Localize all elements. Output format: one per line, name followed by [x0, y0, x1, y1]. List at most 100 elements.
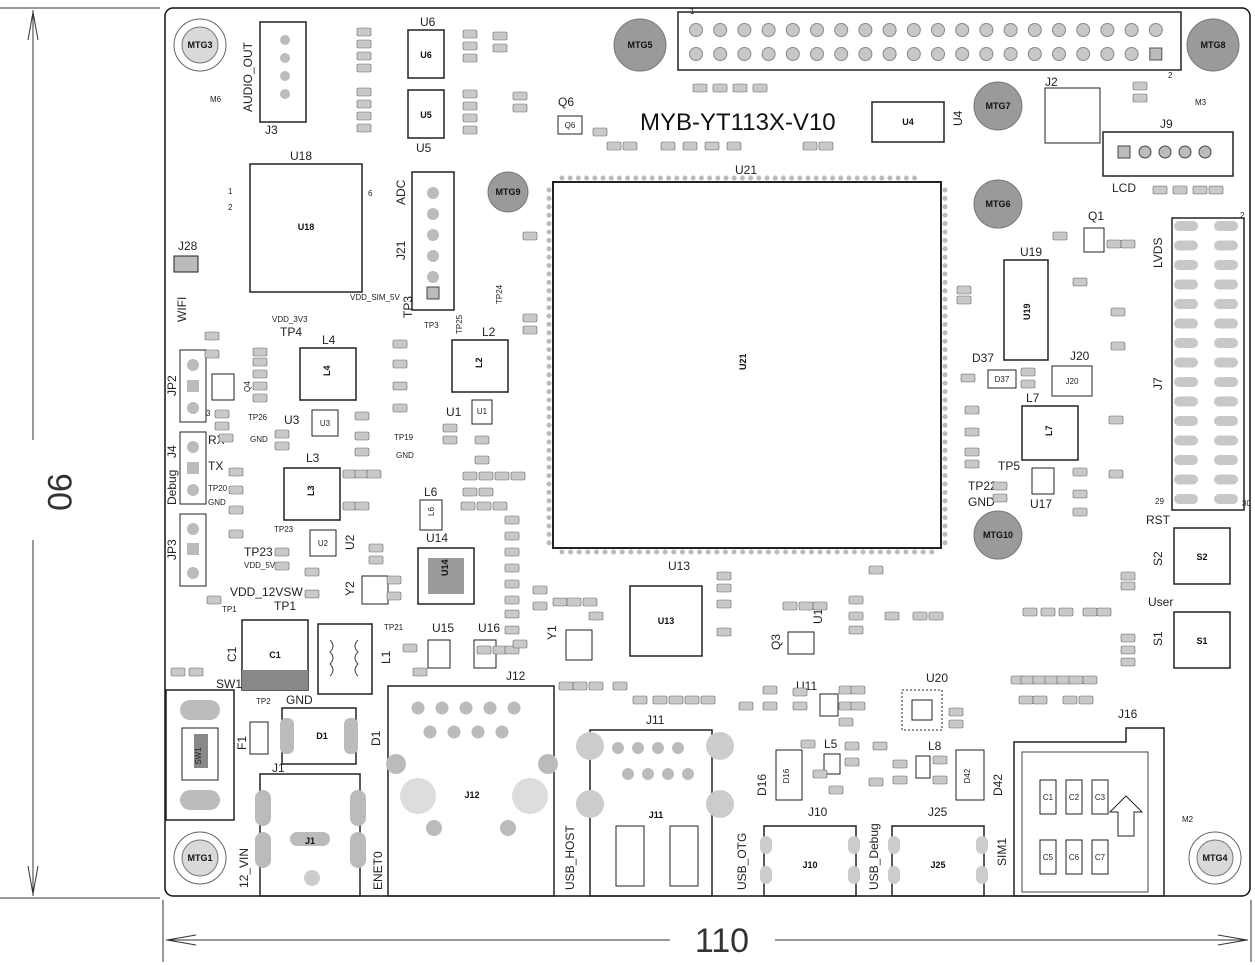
header-pin [785, 23, 800, 37]
svg-text:29: 29 [1155, 497, 1164, 506]
passive-footprint [812, 769, 828, 779]
width-label: 110 [695, 922, 749, 960]
sim1-label: SIM1 [995, 838, 1009, 866]
svg-text:U19: U19 [1020, 245, 1042, 259]
connector-pin [1214, 396, 1238, 407]
passive-footprint [622, 141, 638, 151]
soc-pin [920, 549, 926, 555]
soc-pin [740, 549, 746, 555]
soc-pin [942, 347, 948, 353]
soc-pin [942, 237, 948, 243]
soc-pin [682, 175, 688, 181]
passive-footprint [1120, 633, 1136, 643]
diode-d37: D37 D37 [972, 351, 1017, 389]
inductor-l2: L2 L2 [451, 325, 509, 393]
jumper-jp2: JP2 1 3 [165, 349, 211, 423]
connector-pin [1174, 338, 1198, 348]
svg-text:Q6: Q6 [558, 95, 574, 109]
passive-footprint [716, 583, 732, 593]
passive-footprint [716, 599, 732, 609]
svg-text:J10: J10 [802, 860, 817, 870]
passive-footprint [964, 447, 980, 457]
connector-j7-pins [1174, 221, 1238, 504]
passive-footprint [170, 667, 186, 677]
passive-footprint [1120, 657, 1136, 667]
sim-contact-c7: C7 [1091, 839, 1109, 875]
ethernet-pin [483, 701, 497, 715]
svg-text:J1: J1 [305, 836, 315, 846]
svg-text:TP26: TP26 [248, 413, 268, 422]
connector-pin [1174, 455, 1198, 465]
wifi-label: WIFI [175, 297, 189, 322]
insert-arrow-icon [1108, 795, 1144, 837]
svg-text:C6: C6 [1069, 853, 1080, 862]
inductor-l6: L6 L6 [419, 485, 443, 531]
connector-pin [1214, 455, 1238, 465]
passive-footprint [354, 411, 370, 421]
soc-pin [942, 212, 948, 218]
lvds-label: LVDS [1151, 238, 1165, 268]
soc-pin [546, 338, 552, 344]
svg-text:U15: U15 [432, 621, 454, 635]
chip-u4: U4 U4 [871, 101, 965, 143]
soc-pin [546, 456, 552, 462]
user-button-s1[interactable]: User S1 S1 [1148, 595, 1231, 669]
passive-footprint [356, 123, 372, 133]
svg-text:3: 3 [206, 409, 211, 418]
svg-text:S2: S2 [1151, 551, 1165, 566]
connector-pin [1174, 416, 1198, 426]
passive-footprint [532, 601, 548, 611]
svg-text:TP24: TP24 [495, 284, 504, 304]
svg-text:L5: L5 [824, 737, 838, 751]
soc-pin [797, 175, 803, 181]
usb-host-pins [612, 742, 694, 780]
soc-pin [813, 175, 819, 181]
passive-footprint [504, 531, 520, 541]
soc-pin [942, 414, 948, 420]
svg-text:MTG9: MTG9 [495, 187, 520, 197]
soc-pin [645, 549, 651, 555]
connector-pin [1214, 260, 1238, 270]
soc-u21: U21 U21 [546, 163, 948, 555]
svg-text:U6: U6 [420, 15, 436, 29]
connector-pin [1214, 240, 1238, 251]
connector-pin [1214, 494, 1238, 504]
svg-text:TP3: TP3 [401, 296, 415, 318]
passive-footprint [660, 141, 676, 151]
connector-pin [1174, 318, 1198, 329]
header-pin [713, 47, 728, 61]
power-switch-sw1[interactable]: SW1 SW1 [165, 677, 242, 821]
soc-pin [942, 338, 948, 344]
passive-footprint [652, 695, 668, 705]
passive-footprint [932, 755, 948, 765]
header-j2-pins [689, 23, 1163, 61]
header-pin [1027, 23, 1042, 37]
power-jack-j1: J1 J1 12_VIN [237, 761, 366, 897]
passive-footprint [566, 597, 582, 607]
passive-footprint [1072, 467, 1088, 477]
svg-text:C1: C1 [269, 650, 281, 660]
soc-pin [942, 195, 948, 201]
reset-button-s2[interactable]: RST S2 S2 [1146, 513, 1231, 585]
passive-footprint [948, 707, 964, 717]
soc-pin [559, 549, 565, 555]
passive-footprint [214, 409, 230, 419]
passive-footprint [892, 775, 908, 785]
passive-footprint [204, 331, 220, 341]
passive-footprint [1132, 93, 1148, 103]
connector-pin [1174, 377, 1198, 387]
svg-text:TP1: TP1 [274, 599, 296, 613]
svg-text:MTG3: MTG3 [187, 40, 212, 50]
chip-u15: U15 [427, 621, 454, 669]
soc-pin [546, 464, 552, 470]
svg-text:Y2: Y2 [343, 581, 357, 596]
passive-footprint [402, 643, 418, 653]
passive-footprint [1152, 185, 1168, 195]
header-pin [979, 47, 994, 61]
passive-footprint [872, 741, 888, 751]
soc-pin [942, 397, 948, 403]
passive-footprint [412, 667, 428, 677]
passive-footprint [478, 471, 494, 481]
soc-pin [641, 175, 647, 181]
passive-footprint [992, 493, 1008, 503]
